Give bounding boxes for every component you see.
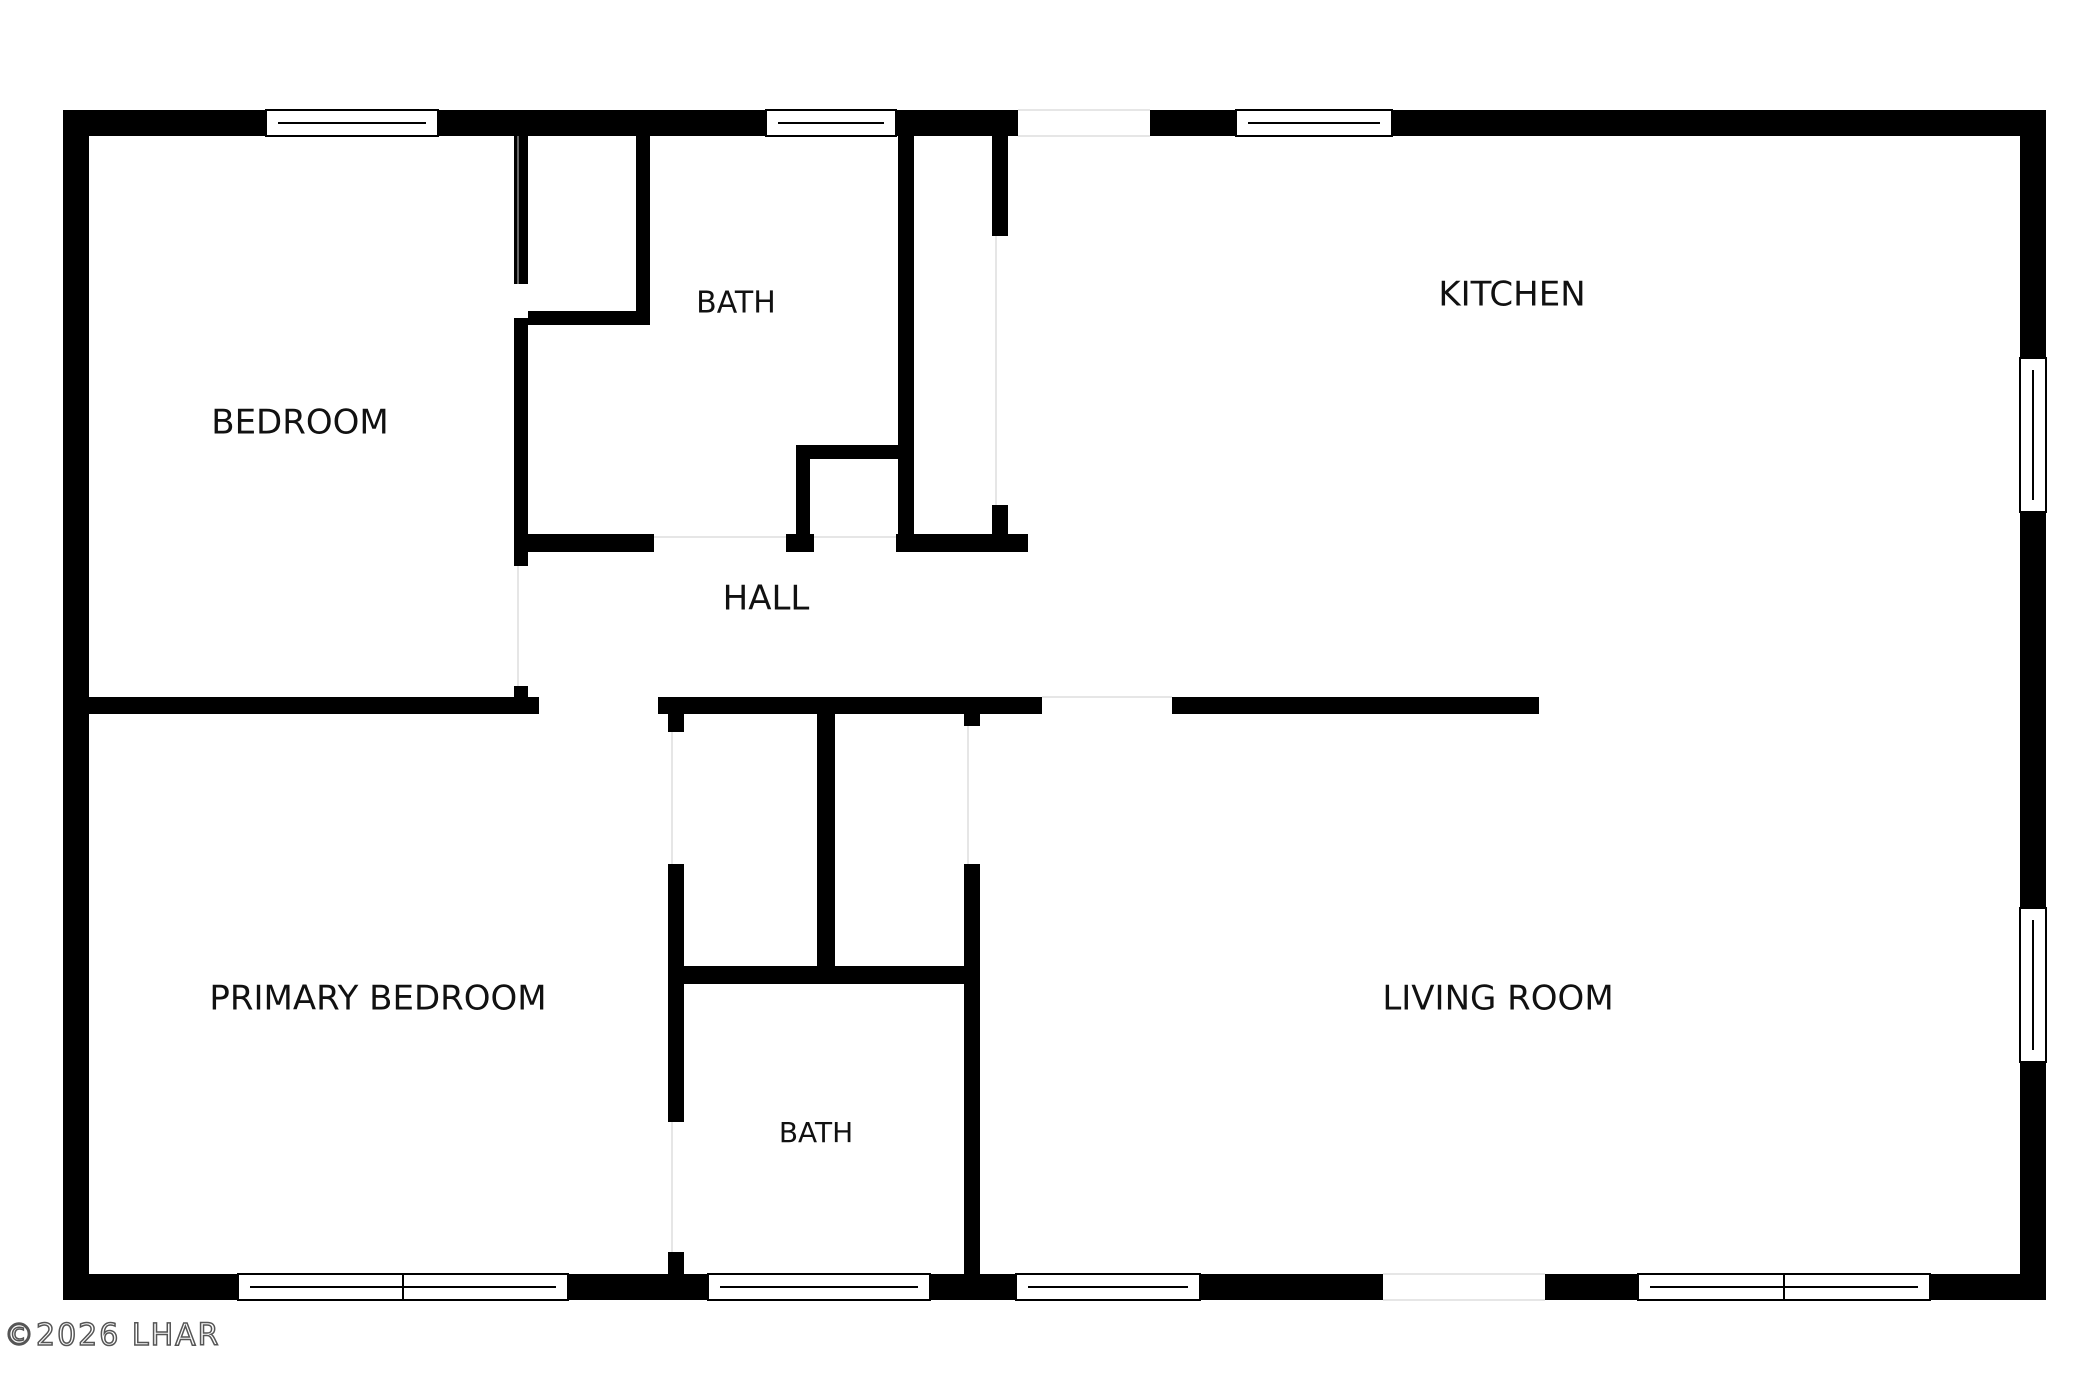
room-label-bath-lower: BATH: [779, 1116, 853, 1149]
window-top-bath: [765, 109, 897, 137]
room-label-living-room: LIVING ROOM: [1382, 979, 1613, 1019]
windows: [237, 109, 2047, 1301]
door-openings: [517, 109, 1545, 1301]
wall-bath2-east-lower: [964, 864, 980, 1274]
window-bottom-living-1: [1015, 1273, 1201, 1301]
wall-mid-2: [1172, 697, 1539, 714]
wall-closet1-west-upper: [668, 714, 684, 732]
wall-closet-side: [636, 136, 650, 325]
wall-left: [63, 110, 89, 1300]
copyright-watermark: ©2026 LHAR: [3, 1317, 221, 1354]
room-labels: BEDROOM BATH HALL KITCHEN PRIMARY BEDROO…: [209, 275, 1613, 1150]
wall-bath-inner-top: [796, 445, 902, 459]
room-label-kitchen: KITCHEN: [1438, 275, 1585, 315]
wall-closet1-west-lower: [668, 1252, 684, 1274]
window-right-living: [2019, 907, 2047, 1063]
wall-right: [2020, 110, 2046, 1300]
wall-bath2-east-upper: [964, 714, 980, 726]
wall-bedroom-east-lower: [514, 318, 528, 566]
wall-closet1-west-mid: [668, 864, 684, 1122]
wall-pantry-east-upper: [992, 136, 1008, 236]
window-bottom-living-2: [1637, 1273, 1931, 1301]
wall-bath-east: [898, 136, 914, 552]
window-top-kitchen: [1235, 109, 1393, 137]
wall-closet-divider: [817, 714, 835, 974]
window-bottom-bath: [707, 1273, 931, 1301]
room-label-primary-bedroom: PRIMARY BEDROOM: [209, 979, 546, 1019]
wall-closets-south: [684, 966, 964, 984]
room-label-bedroom: BEDROOM: [211, 403, 388, 443]
wall-mid-1: [658, 697, 1042, 714]
wall-pantry-east-lower: [992, 505, 1008, 552]
window-bottom-primary: [237, 1273, 569, 1301]
wall-closet-top: [528, 311, 636, 325]
wall-bath-south-3: [896, 534, 1028, 552]
room-label-bath-upper: BATH: [696, 286, 776, 321]
window-top-bedroom: [265, 109, 439, 137]
window-right-kitchen: [2019, 357, 2047, 513]
room-label-hall: HALL: [723, 579, 810, 619]
wall-bath-inner-side: [796, 445, 810, 552]
walls: [63, 110, 2046, 1300]
wall-bedroom-south: [89, 697, 539, 714]
wall-pantry-top: [898, 110, 1008, 136]
wall-bath-south-1: [514, 534, 654, 552]
wall-bedroom-east-upper: [514, 136, 528, 284]
